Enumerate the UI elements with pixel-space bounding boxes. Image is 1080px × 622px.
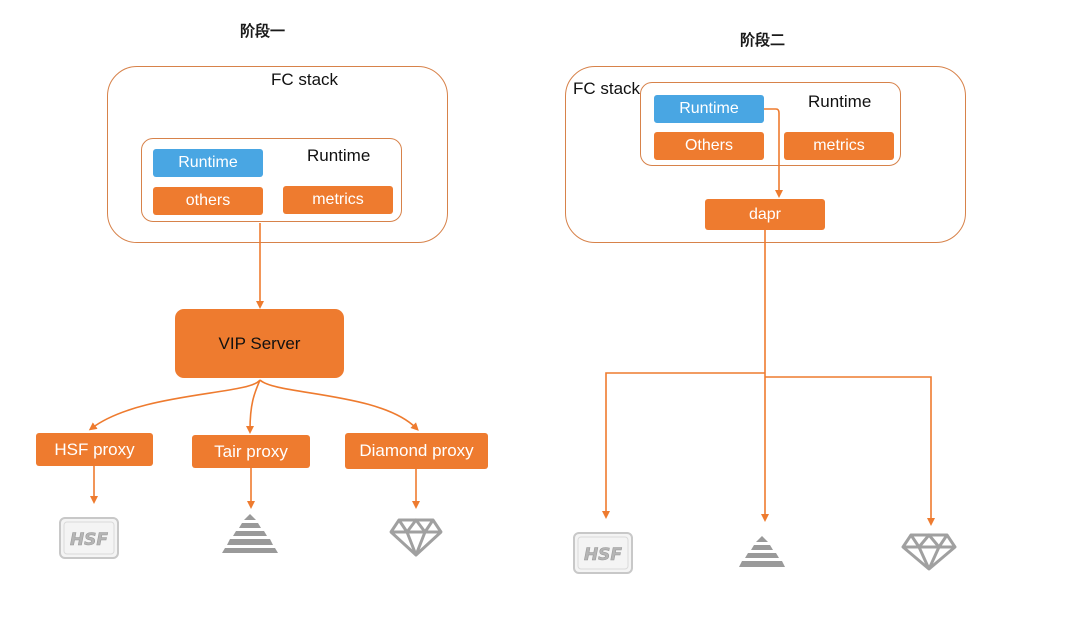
dapr-to-diamond-arrow xyxy=(765,376,935,526)
stage1-hsf-logo-icon: HSF xyxy=(59,517,119,559)
stage2-runtime-box xyxy=(640,82,901,166)
runtime-to-dapr-arrow xyxy=(764,108,783,198)
stage1-runtime-box xyxy=(141,138,402,222)
stage2-connectors xyxy=(602,108,935,526)
vip-to-tair-proxy-arrow xyxy=(246,379,261,434)
stage2-hsf-logo-text: HSF xyxy=(584,545,622,565)
stage2-title: 阶段二 xyxy=(740,31,786,49)
stage1-tair-pyramid-icon xyxy=(222,514,278,553)
stage1-title: 阶段一 xyxy=(240,22,286,40)
stage1-fc-stack-label: FC stack xyxy=(271,70,339,89)
vip-to-diamond-proxy-arrow xyxy=(259,379,419,431)
stage1-connectors xyxy=(88,223,420,509)
vip-server-node: VIP Server xyxy=(175,309,344,378)
dapr-to-hsf-arrow xyxy=(602,372,765,519)
tair-proxy-node: Tair proxy xyxy=(192,435,310,468)
hsf-proxy-node: HSF proxy xyxy=(36,433,153,466)
stage2-runtime-chip: Runtime xyxy=(654,95,764,123)
stage1-runtime-text: Runtime xyxy=(307,146,371,165)
stage1-diamond-icon xyxy=(389,518,443,557)
stage1-fc-stack-box xyxy=(107,66,448,243)
stage2-runtime-text: Runtime xyxy=(808,92,872,111)
stage1-hsf-logo-text: HSF xyxy=(70,530,108,550)
stage2-fc-stack-label: FC stack xyxy=(573,79,641,98)
stage2-metrics-chip: metrics xyxy=(784,132,894,160)
dapr-node: dapr xyxy=(705,199,825,230)
vip-to-hsf-proxy-arrow xyxy=(88,379,261,431)
stage2-others-chip: Others xyxy=(654,132,764,160)
stage1-runtime-chip: Runtime xyxy=(153,149,263,177)
stage2-diamond-icon xyxy=(901,533,957,571)
stage1-others-chip: others xyxy=(153,187,263,215)
stage2-tair-pyramid-icon xyxy=(739,536,785,567)
stage2-hsf-logo-icon: HSF xyxy=(573,532,633,574)
diamond-proxy-node: Diamond proxy xyxy=(345,433,488,469)
stage1-metrics-chip: metrics xyxy=(283,186,393,214)
